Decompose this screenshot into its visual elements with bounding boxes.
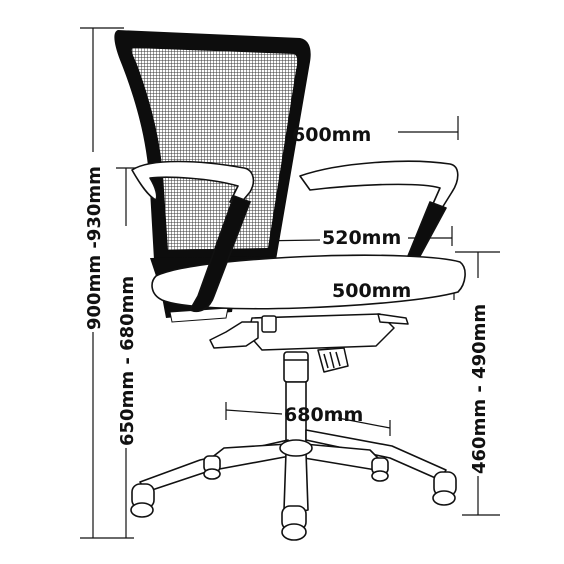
total-height-label: 900mm -930mm — [84, 166, 105, 330]
seat-height-dimension — [455, 251, 500, 516]
seat-height-label: 460mm - 490mm — [469, 304, 490, 474]
caster-left — [130, 483, 155, 518]
inner-width-label: 520mm — [322, 227, 401, 249]
overall-width-label: 600mm — [292, 124, 371, 146]
base-width-label: 680mm — [284, 404, 363, 426]
seat-cushion — [151, 254, 466, 310]
right-armrest — [299, 160, 459, 257]
base-width-dimension — [225, 402, 391, 436]
chair-base — [130, 351, 457, 541]
total-height-dimension — [80, 27, 134, 539]
backrest — [114, 30, 311, 323]
left-armrest — [131, 160, 255, 312]
caster-back-left — [203, 455, 221, 480]
caster-front — [281, 505, 307, 541]
seat-width-label: 500mm — [332, 280, 411, 302]
seat-mechanism — [209, 313, 409, 373]
caster-right — [432, 471, 457, 506]
arm-height-label: 650mm - 680mm — [117, 276, 138, 446]
caster-back-right — [371, 457, 389, 482]
